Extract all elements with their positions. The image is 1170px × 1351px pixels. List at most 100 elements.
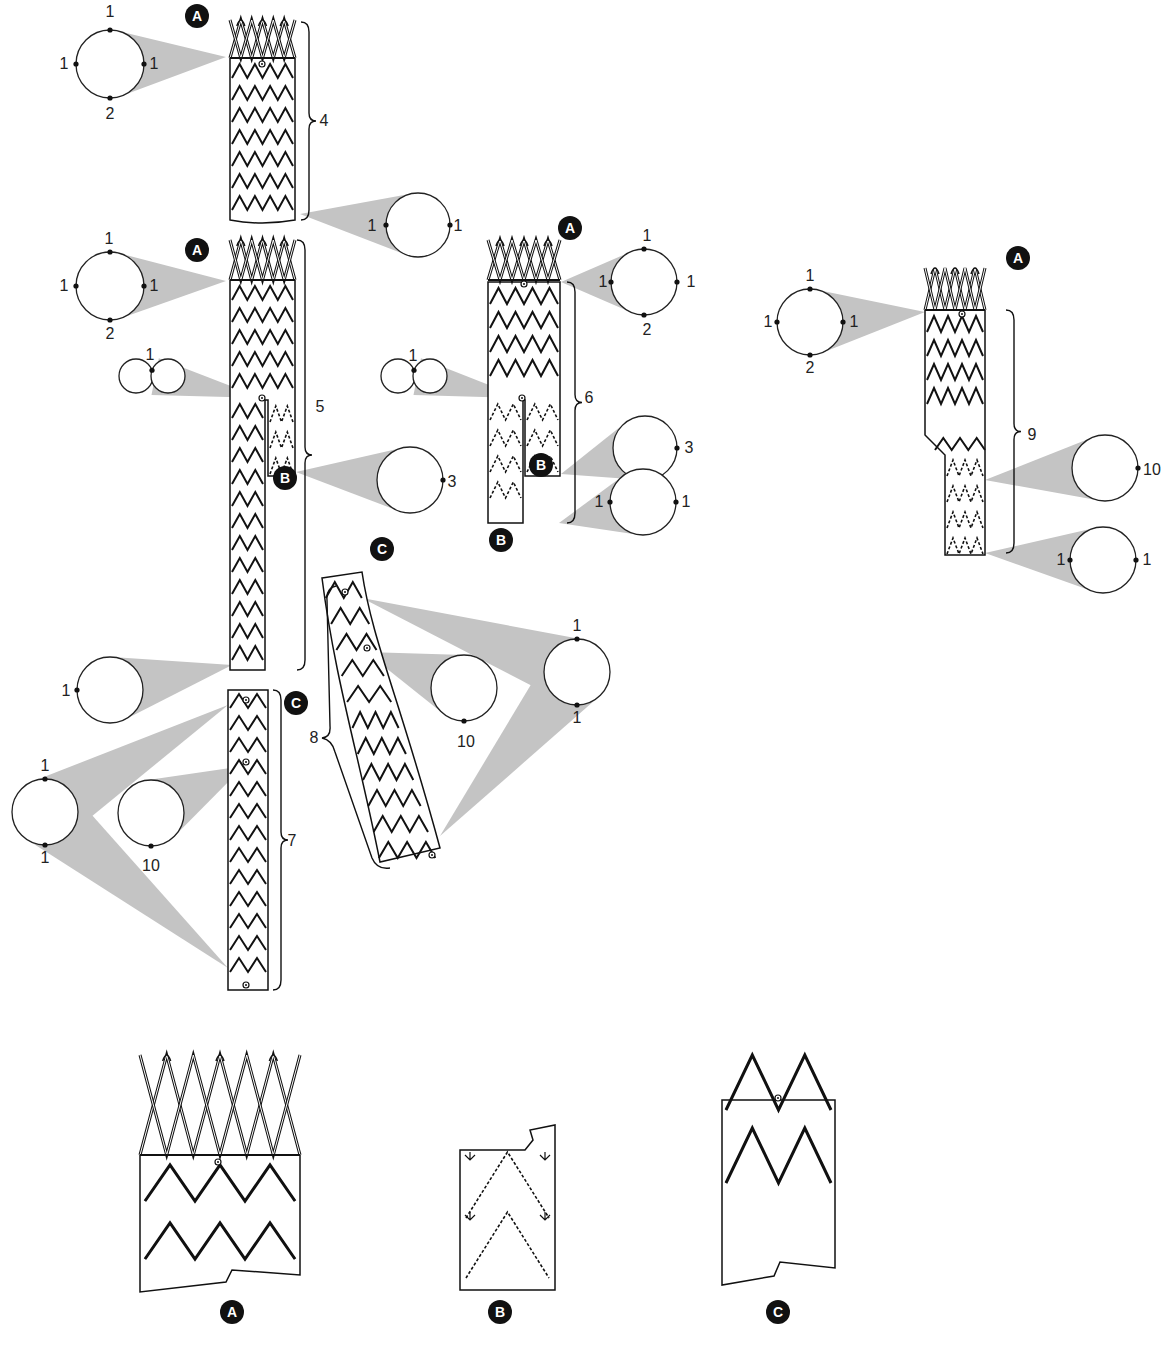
marker-dot [1135, 465, 1140, 470]
callout-number: 1 [104, 231, 115, 247]
graft-fabric [230, 280, 295, 670]
suprarenal-stent [488, 240, 560, 280]
callout-number: 10 [1142, 462, 1162, 478]
stent-ring [232, 580, 263, 594]
marker-dot [148, 843, 153, 848]
radiopaque-marker [217, 1161, 219, 1163]
callout-number: 1 [642, 228, 653, 244]
cross-section [413, 359, 447, 393]
barb [259, 240, 267, 246]
barb [496, 240, 504, 246]
barb [280, 20, 288, 26]
callout-number: 1 [59, 278, 70, 294]
radiopaque-marker [961, 313, 963, 315]
suprarenal-stent [230, 240, 295, 280]
marker-dot [574, 702, 579, 707]
badge-disc [273, 466, 297, 490]
callout-number: 3 [447, 474, 458, 490]
graft-fabric [228, 690, 268, 990]
suprarenal-stent [488, 240, 560, 280]
stent-ring [230, 848, 266, 862]
part-letter: C [376, 541, 388, 557]
part-letter: A [1012, 250, 1024, 266]
stent-ring [232, 602, 263, 616]
stent-ring [270, 432, 293, 448]
stent-ring [230, 958, 266, 972]
radiopaque-marker [245, 761, 247, 763]
marker-dot [1067, 557, 1072, 562]
suprarenal-stent [230, 240, 295, 280]
radiopaque-marker [431, 854, 433, 856]
stent-ring [230, 870, 266, 884]
radiopaque-marker [959, 311, 965, 317]
radiopaque-marker [243, 697, 249, 703]
cross-section [12, 779, 78, 845]
radiopaque-marker [261, 63, 263, 65]
callout-number: 1 [408, 348, 419, 364]
stent-ring [230, 738, 266, 752]
cross-section [431, 655, 497, 721]
callout-number: 5 [315, 399, 326, 415]
part-letter: B [535, 457, 547, 473]
marker-dot [440, 477, 445, 482]
graft-edge [230, 57, 295, 59]
radiopaque-marker [261, 397, 263, 399]
stent-ring [232, 86, 293, 100]
bracket [322, 586, 390, 868]
marker-dot [641, 312, 646, 317]
stent-ring [232, 108, 293, 122]
callout-number: 1 [149, 278, 160, 294]
barb [520, 240, 528, 246]
marker-dot [840, 319, 845, 324]
callout-number: 1 [40, 758, 51, 774]
suture-tuft [465, 1212, 475, 1220]
callout-number: 1 [598, 274, 609, 290]
marker-dot [774, 319, 779, 324]
marker-dot [674, 279, 679, 284]
stent-ring [230, 936, 266, 950]
suprarenal-stent [140, 1055, 300, 1155]
suprarenal-stent [925, 268, 985, 310]
stent-ring [490, 404, 521, 420]
stent-ring [230, 804, 266, 818]
callout-number: 1 [149, 56, 160, 72]
callout-number: 1 [105, 4, 116, 20]
part-letter: A [564, 220, 576, 236]
suprarenal-stent [140, 1055, 300, 1155]
suprarenal-stent [925, 268, 985, 310]
stent-ring [145, 1223, 295, 1259]
stent-ring [232, 426, 263, 440]
badge-disc [488, 1300, 512, 1324]
stent-ring [352, 712, 398, 728]
badge-disc [529, 453, 553, 477]
barb [237, 240, 245, 246]
suture-tuft [465, 1152, 475, 1160]
stent-ring [347, 686, 391, 702]
marker-dot [73, 61, 78, 66]
stent-ring [232, 470, 263, 484]
marker-dot [42, 776, 47, 781]
stent-ring [527, 404, 558, 420]
suprarenal-stent [488, 240, 560, 280]
radiopaque-marker [245, 984, 247, 986]
cross-section [77, 657, 143, 723]
stent-ring [232, 514, 263, 528]
stent-ring [935, 438, 985, 450]
stent-ring [230, 892, 266, 906]
marker-dot [149, 368, 154, 373]
marker-dot [383, 222, 388, 227]
barb [951, 268, 959, 274]
callout-number: 9 [1027, 427, 1038, 443]
stent-ring [145, 1165, 295, 1201]
barb [163, 1055, 171, 1061]
callout-number: 2 [105, 106, 116, 122]
marker-dot [641, 246, 646, 251]
part-letter: A [191, 242, 203, 258]
stent-ring [726, 1128, 831, 1183]
radiopaque-marker [259, 395, 265, 401]
radiopaque-marker [523, 283, 525, 285]
badge-disc [185, 4, 209, 28]
stent-ring [232, 130, 293, 144]
barb [269, 1055, 277, 1061]
radiopaque-marker [519, 395, 525, 401]
